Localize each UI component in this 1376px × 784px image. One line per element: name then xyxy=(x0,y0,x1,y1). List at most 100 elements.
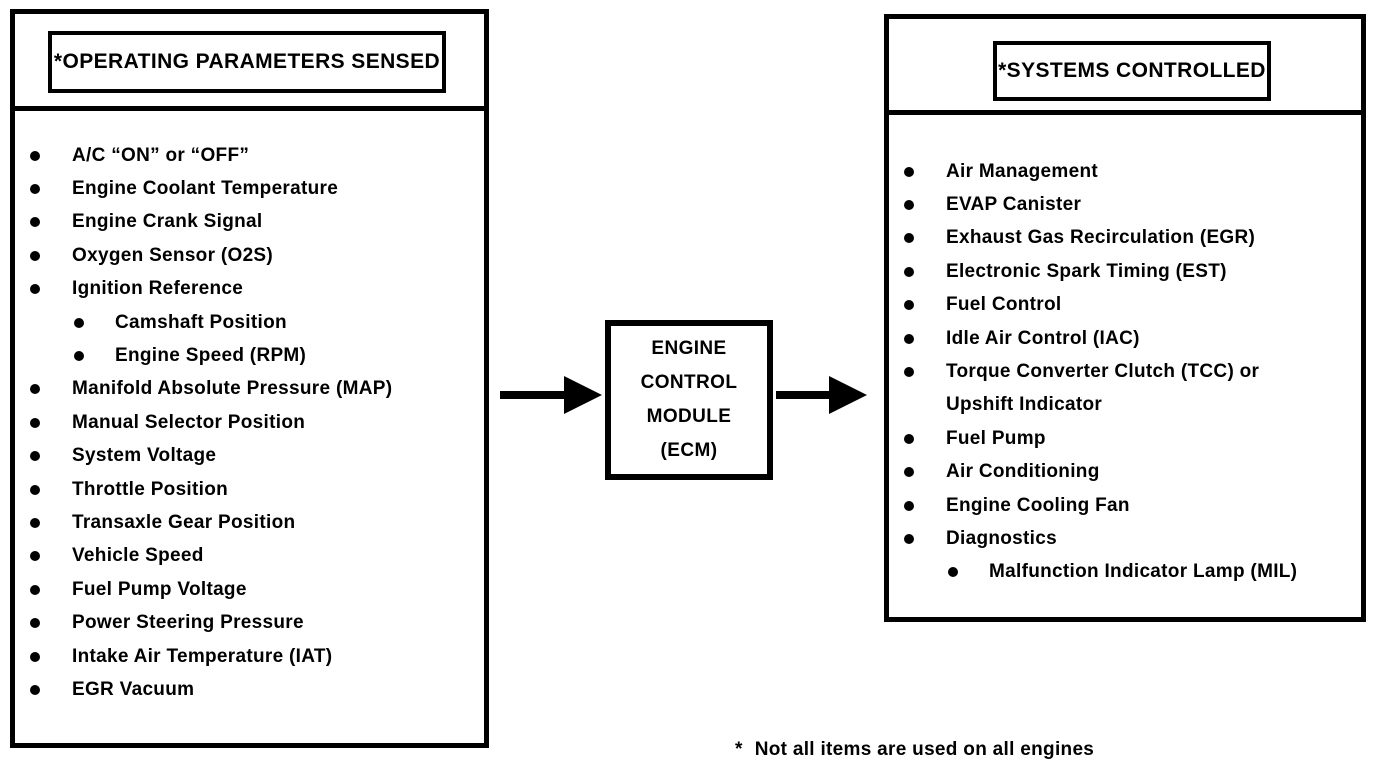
bullet-icon xyxy=(904,200,914,211)
list-item: Engine Coolant Temperature xyxy=(15,172,484,205)
list-item-label: Upshift Indicator xyxy=(946,394,1103,416)
list-item: Transaxle Gear Position xyxy=(15,506,484,539)
bullet-icon xyxy=(30,150,40,161)
list-item-label: Fuel Control xyxy=(946,294,1062,316)
bullet-icon xyxy=(30,250,40,261)
list-item: Camshaft Position xyxy=(15,306,484,339)
list-item: Ignition Reference xyxy=(15,273,484,306)
list-item: Fuel Pump xyxy=(889,422,1361,455)
list-item-label: Engine Speed (RPM) xyxy=(115,345,307,367)
list-item-label: Engine Coolant Temperature xyxy=(72,178,339,200)
ecm-line: MODULE xyxy=(646,406,732,427)
bullet-icon xyxy=(904,300,914,311)
list-item: EVAP Canister xyxy=(889,188,1361,221)
bullet-icon xyxy=(30,618,40,629)
list-item: Upshift Indicator xyxy=(889,389,1361,422)
list-item-label: Transaxle Gear Position xyxy=(72,511,296,533)
list-item-label: Manifold Absolute Pressure (MAP) xyxy=(72,378,393,400)
list-item-label: Ignition Reference xyxy=(72,278,244,300)
bullet-icon xyxy=(30,651,40,662)
list-item-label: Manual Selector Position xyxy=(72,411,306,433)
list-item: Engine Cooling Fan xyxy=(889,489,1361,522)
bullet-icon xyxy=(30,684,40,695)
arrow-shaft xyxy=(776,391,836,399)
list-item-label: EGR Vacuum xyxy=(72,678,195,700)
list-item: A/C “ON” or “OFF” xyxy=(15,139,484,172)
bullet-icon xyxy=(30,484,40,495)
operating-parameters-list: A/C “ON” or “OFF” Engine Coolant Temperat… xyxy=(15,111,484,707)
bullet-icon xyxy=(30,517,40,528)
arrow-ecm-to-systems xyxy=(776,376,868,414)
list-item-label: Fuel Pump xyxy=(946,427,1046,449)
bullet-icon xyxy=(30,217,40,228)
bullet-icon xyxy=(904,500,914,511)
list-item: Manifold Absolute Pressure (MAP) xyxy=(15,373,484,406)
bullet-icon xyxy=(904,233,914,244)
list-item: Engine Speed (RPM) xyxy=(15,339,484,372)
systems-controlled-header: *SYSTEMS CONTROLLED xyxy=(889,19,1361,115)
list-item-label: Malfunction Indicator Lamp (MIL) xyxy=(989,561,1298,583)
list-item: Vehicle Speed xyxy=(15,540,484,573)
list-item-label: Diagnostics xyxy=(946,527,1057,549)
list-item-label: EVAP Canister xyxy=(946,194,1082,216)
systems-controlled-title-box: *SYSTEMS CONTROLLED xyxy=(993,41,1271,101)
ecm-line: ENGINE xyxy=(651,338,727,359)
footnote: * Not all items are used on all engines xyxy=(735,739,1094,761)
bullet-icon xyxy=(904,467,914,478)
list-item: Throttle Position xyxy=(15,473,484,506)
list-item-label: System Voltage xyxy=(72,445,217,467)
ecm-line: (ECM) xyxy=(660,440,718,461)
list-item-label: Power Steering Pressure xyxy=(72,612,304,634)
bullet-icon xyxy=(74,351,84,362)
list-item-label: Vehicle Speed xyxy=(72,545,204,567)
bullet-icon xyxy=(904,266,914,277)
list-item-label: Fuel Pump Voltage xyxy=(72,578,247,600)
list-item: Power Steering Pressure xyxy=(15,606,484,639)
list-item: EGR Vacuum xyxy=(15,673,484,706)
list-item: Idle Air Control (IAC) xyxy=(889,322,1361,355)
list-item: Electronic Spark Timing (EST) xyxy=(889,255,1361,288)
list-item-label: Exhaust Gas Recirculation (EGR) xyxy=(946,227,1256,249)
footnote-asterisk: * xyxy=(735,739,743,760)
list-item: Oxygen Sensor (O2S) xyxy=(15,239,484,272)
operating-parameters-header: *OPERATING PARAMETERS SENSED xyxy=(15,14,484,111)
bullet-icon xyxy=(948,567,958,578)
list-item-label: Torque Converter Clutch (TCC) or xyxy=(946,361,1260,383)
list-item-label: Camshaft Position xyxy=(115,311,287,333)
arrow-head-icon xyxy=(829,376,867,414)
list-item-label: Engine Crank Signal xyxy=(72,211,263,233)
bullet-icon xyxy=(30,417,40,428)
list-item: Intake Air Temperature (IAT) xyxy=(15,640,484,673)
list-item-label: Throttle Position xyxy=(72,478,229,500)
operating-parameters-title: *OPERATING PARAMETERS SENSED xyxy=(53,50,441,73)
list-item-label: Intake Air Temperature (IAT) xyxy=(72,645,333,667)
list-item-label: Oxygen Sensor (O2S) xyxy=(72,244,274,266)
bullet-icon xyxy=(30,584,40,595)
bullet-icon xyxy=(74,317,84,328)
bullet-icon xyxy=(904,533,914,544)
bullet-icon xyxy=(30,451,40,462)
bullet-icon xyxy=(30,184,40,195)
arrow-shaft xyxy=(500,391,570,399)
list-item: Fuel Control xyxy=(889,289,1361,322)
list-item: Diagnostics xyxy=(889,522,1361,555)
list-item: Manual Selector Position xyxy=(15,406,484,439)
bullet-icon xyxy=(904,166,914,177)
bullet-icon xyxy=(30,284,40,295)
list-item: Engine Crank Signal xyxy=(15,206,484,239)
footnote-text: Not all items are used on all engines xyxy=(754,739,1095,760)
operating-parameters-title-box: *OPERATING PARAMETERS SENSED xyxy=(48,31,446,93)
bullet-icon xyxy=(30,551,40,562)
list-item-label: Electronic Spark Timing (EST) xyxy=(946,260,1227,282)
ecm-line: CONTROL xyxy=(640,372,738,393)
list-item: Air Conditioning xyxy=(889,456,1361,489)
list-item: Exhaust Gas Recirculation (EGR) xyxy=(889,222,1361,255)
list-item-label: Air Conditioning xyxy=(946,461,1100,483)
bullet-icon xyxy=(904,433,914,444)
list-item: Fuel Pump Voltage xyxy=(15,573,484,606)
arrow-sensed-to-ecm xyxy=(500,376,603,414)
list-item: Malfunction Indicator Lamp (MIL) xyxy=(889,556,1361,589)
